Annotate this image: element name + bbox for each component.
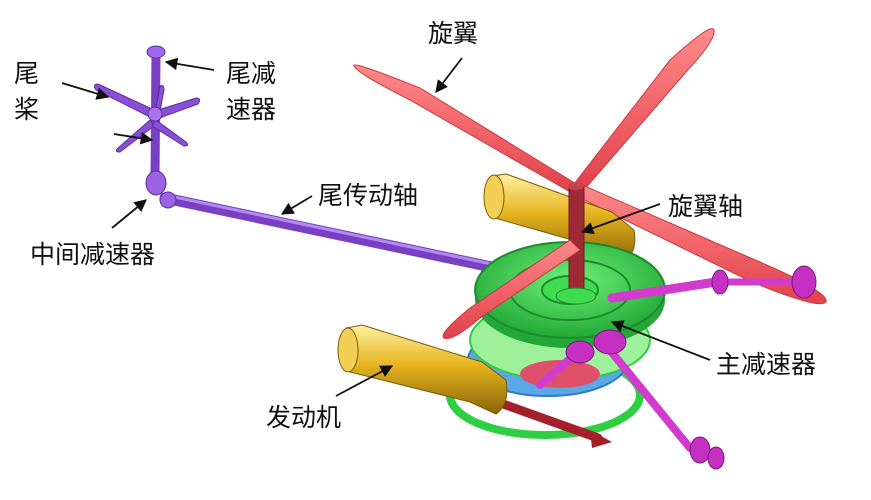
label-engine: 发动机: [266, 403, 341, 432]
linkages: [536, 277, 804, 463]
leader-arrows: [61, 57, 711, 397]
label-tail-rotor-1: 尾: [14, 59, 39, 88]
label-rotor-shaft: 旋翼轴: [668, 192, 743, 221]
tail-rotor-assembly: [93, 45, 201, 209]
label-tail-gearbox-1: 尾减: [226, 59, 276, 88]
label-tail-drive-shaft: 尾传动轴: [318, 181, 418, 210]
label-main-gearbox: 主减速器: [716, 350, 816, 379]
rotor-shaft: [555, 182, 597, 305]
label-rotor: 旋翼: [428, 19, 478, 48]
rotor-blade-top-right: [573, 28, 715, 191]
label-intermediate-gearbox: 中间减速器: [30, 240, 155, 269]
rotor-blade-right: [575, 183, 827, 305]
tail-drive-shaft: [159, 192, 521, 278]
rotor-blade-left: [353, 64, 579, 194]
red-drive-rod: [487, 395, 612, 448]
label-tail-gearbox-2: 速器: [226, 95, 276, 124]
front-engine: [337, 324, 508, 415]
labels: 尾 桨 尾减 速器 中间减速器 尾传动轴 旋翼 旋翼轴 主减速器 发动机: [14, 19, 816, 432]
rotor-blade-lower-left: [442, 239, 581, 340]
linkage-gears: [565, 265, 817, 470]
label-tail-rotor-2: 桨: [14, 95, 39, 124]
rear-engine: [483, 173, 636, 263]
rotor-blades: [353, 28, 827, 305]
